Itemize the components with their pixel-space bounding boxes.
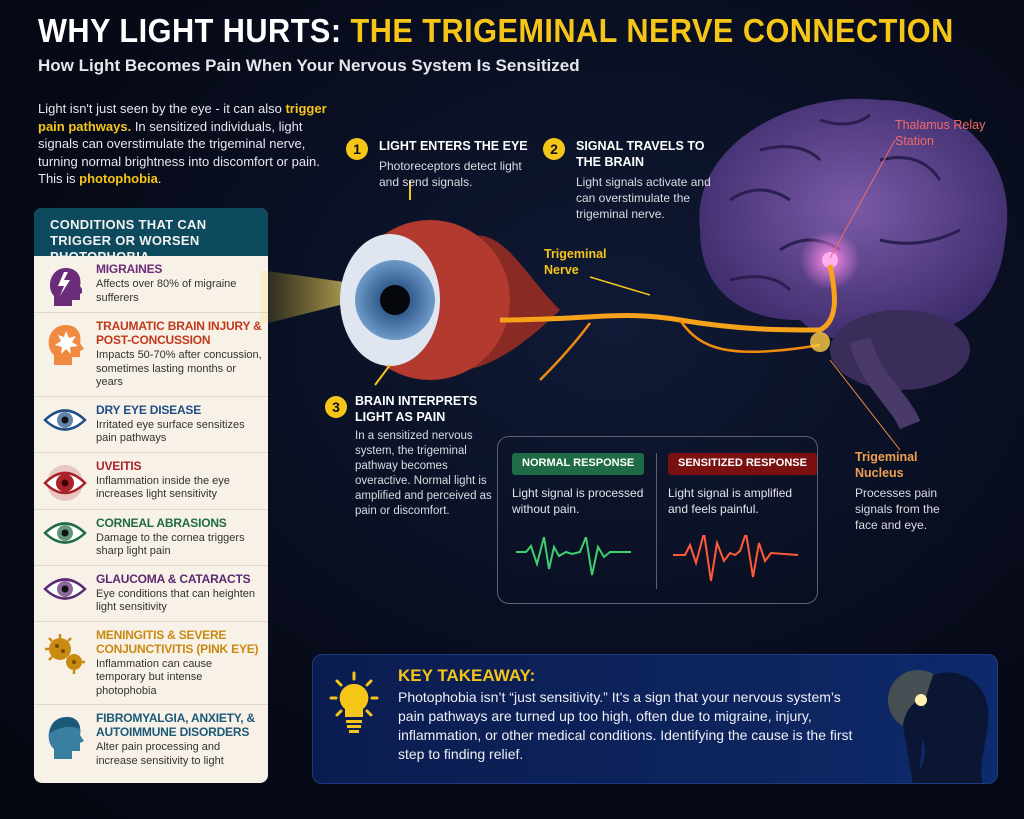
condition-desc: Inflammation can cause temporary but int…	[96, 657, 213, 697]
intro-text: .	[157, 171, 162, 186]
step-2: SIGNAL TRAVELS TO THE BRAIN Light signal…	[576, 138, 716, 222]
key-takeaway-title: KEY TAKEAWAY:	[398, 666, 536, 685]
condition-item: CORNEAL ABRASIONS Damage to the cornea t…	[34, 508, 268, 565]
condition-item: MIGRAINES Affects over 80% of migraine s…	[34, 256, 268, 312]
key-takeaway-text: Photophobia isn’t “just sensitivity.” It…	[398, 689, 853, 762]
condition-title: CORNEAL ABRASIONS	[96, 515, 227, 530]
normal-response-badge: NORMAL RESPONSE	[512, 453, 645, 475]
head-lightning-icon	[34, 262, 96, 306]
condition-desc: Damage to the cornea triggers sharp ligh…	[96, 531, 245, 558]
condition-desc: Irritated eye surface sensitizes pain pa…	[96, 418, 245, 445]
condition-item: MENINGITIS & SEVERE CONJUNCTIVITIS (PINK…	[34, 620, 268, 705]
step-2-badge: 2	[543, 138, 565, 160]
eye-icon	[34, 572, 96, 615]
step-2-desc: Light signals activate and can overstimu…	[576, 175, 711, 221]
step-3-badge: 3	[325, 396, 347, 418]
step-2-title: SIGNAL TRAVELS TO THE BRAIN	[576, 139, 705, 169]
step-3-desc: In a sensitized nervous system, the trig…	[355, 430, 492, 517]
sensitized-response-badge: SENSITIZED RESPONSE	[668, 453, 817, 475]
lightbulb-icon	[329, 671, 379, 733]
condition-title: MIGRAINES	[96, 262, 163, 276]
head-impact-icon	[34, 319, 96, 390]
step-1-title: LIGHT ENTERS THE EYE	[379, 139, 528, 153]
intro-highlight: trigger pain pathways.	[38, 101, 327, 134]
response-comparison-box: NORMAL RESPONSE Light signal is processe…	[497, 436, 818, 604]
step-3: BRAIN INTERPRETS LIGHT AS PAIN In a sens…	[355, 393, 493, 519]
conditions-list: MIGRAINES Affects over 80% of migraine s…	[34, 256, 268, 774]
eye-icon	[34, 516, 96, 559]
trigeminal-nerve-label: Trigeminal Nerve	[544, 247, 607, 277]
head-icon	[34, 711, 96, 768]
condition-desc: Impacts 50-70% after concussion, sometim…	[96, 349, 262, 388]
sensitized-response-desc: Light signal is amplified and feels pain…	[668, 486, 793, 516]
person-silhouette-icon	[888, 670, 989, 783]
condition-desc: Inflammation inside the eye increases li…	[96, 474, 230, 501]
condition-item: GLAUCOMA & CATARACTS Eye conditions that…	[34, 564, 268, 621]
step-3-title: BRAIN INTERPRETS LIGHT AS PAIN	[355, 394, 478, 424]
conditions-panel: CONDITIONS THAT CAN TRIGGER OR WORSEN PH…	[34, 208, 268, 783]
condition-title: TRAUMATIC BRAIN INJURY & POST-CONCUSSION	[96, 319, 262, 347]
step-1: LIGHT ENTERS THE EYE Photoreceptors dete…	[379, 138, 529, 190]
condition-item: UVEITIS Inflammation inside the eye incr…	[34, 451, 268, 509]
sensitized-waveform	[673, 535, 798, 582]
condition-desc: Eye conditions that can heighten light s…	[96, 587, 256, 614]
condition-title: DRY EYE DISEASE	[96, 402, 202, 417]
intro-paragraph: Light isn't just seen by the eye - it ca…	[38, 100, 334, 188]
intro-text: Light isn't just seen by the eye - it ca…	[38, 101, 286, 116]
trigeminal-nucleus-block: Trigeminal Nucleus Processes pain signal…	[855, 449, 965, 533]
trigeminal-nucleus-desc: Processes pain signals from the face and…	[855, 486, 940, 532]
key-takeaway-body: KEY TAKEAWAY: Photophobia isn’t “just se…	[398, 665, 870, 764]
inflamed-eye-icon	[34, 459, 96, 503]
condition-item: TRAUMATIC BRAIN INJURY & POST-CONCUSSION…	[34, 312, 268, 396]
normal-response-desc: Light signal is processed without pain.	[512, 486, 644, 516]
step-1-badge: 1	[346, 138, 368, 160]
thalamus-label: Thalamus Relay Station	[895, 118, 986, 148]
eye-brain-illustration	[260, 98, 1008, 451]
condition-title: UVEITIS	[96, 458, 142, 473]
condition-desc: Affects over 80% of migraine sufferers	[96, 278, 237, 304]
light-beam	[260, 270, 400, 325]
trigeminal-nerve-path	[499, 264, 837, 333]
page-subtitle: How Light Becomes Pain When Your Nervous…	[38, 56, 580, 75]
eyeball	[340, 220, 560, 380]
condition-desc: Alter pain processing and increase sensi…	[96, 741, 224, 767]
condition-title: MENINGITIS & SEVERE CONJUNCTIVITIS (PINK…	[96, 627, 259, 656]
page-title: WHY LIGHT HURTS: THE TRIGEMINAL NERVE CO…	[38, 12, 954, 50]
condition-title: FIBROMYALGIA, ANXIETY, & AUTOIMMUNE DISO…	[96, 711, 255, 739]
intro-highlight: photophobia	[79, 171, 158, 186]
conditions-heading: CONDITIONS THAT CAN TRIGGER OR WORSEN PH…	[34, 208, 268, 264]
condition-title: GLAUCOMA & CATARACTS	[96, 571, 251, 586]
intro-text: In sensitized individuals, light signals…	[38, 118, 320, 187]
virus-icon	[34, 628, 96, 699]
step-1-desc: Photoreceptors detect light and send sig…	[379, 159, 522, 189]
title-yellow: THE TRIGEMINAL NERVE CONNECTION	[350, 12, 954, 49]
eye-icon	[34, 403, 96, 446]
condition-item: FIBROMYALGIA, ANXIETY, & AUTOIMMUNE DISO…	[34, 704, 268, 774]
title-white: WHY LIGHT HURTS:	[38, 12, 342, 49]
normal-waveform	[516, 537, 631, 576]
key-takeaway-box: KEY TAKEAWAY: Photophobia isn’t “just se…	[312, 654, 998, 784]
trigeminal-nucleus-label: Trigeminal Nucleus	[855, 450, 918, 480]
divider	[656, 453, 657, 589]
brain-icon	[699, 98, 1008, 430]
condition-item: DRY EYE DISEASE Irritated eye surface se…	[34, 395, 268, 452]
